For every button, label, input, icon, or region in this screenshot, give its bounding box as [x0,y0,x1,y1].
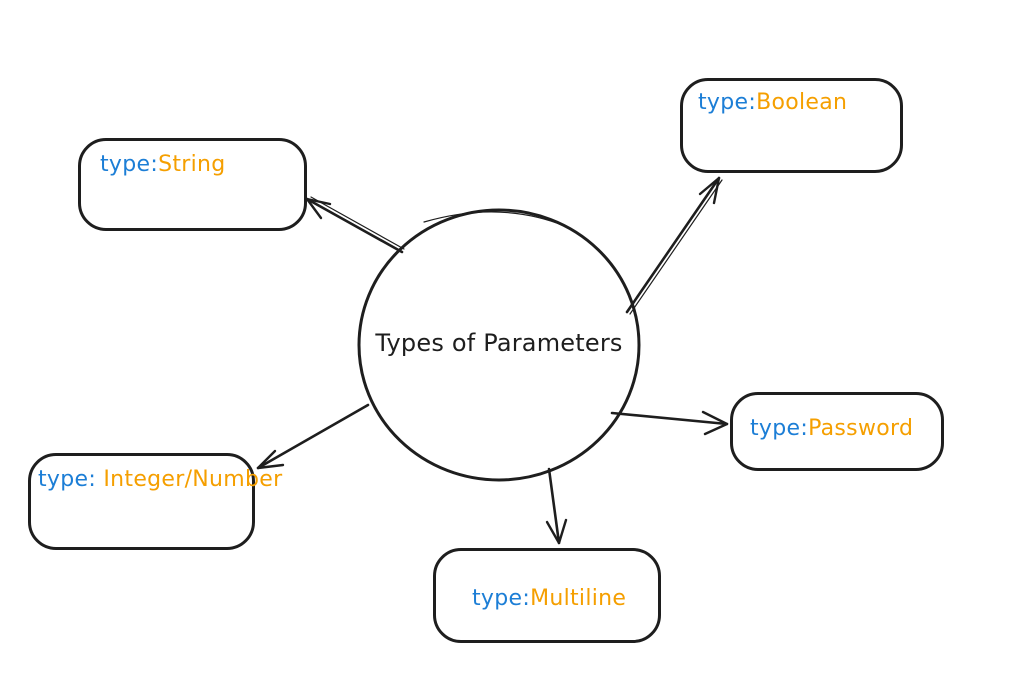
arrow-center-to-integer-number [256,403,370,470]
node-boolean: type:Boolean [680,78,903,173]
node-password-label: type:Password [750,416,941,442]
node-integer-number-prefix: type: [38,467,97,492]
node-integer-number-label: type: Integer/Number [38,467,282,493]
node-multiline-value: Multiline [530,586,627,611]
node-multiline-label: type:Multiline [472,586,658,612]
node-integer-number: type: Integer/Number [28,453,282,550]
arrow-center-to-boolean [625,176,723,315]
node-boolean-label: type:Boolean [698,90,900,116]
center-circle [357,208,641,482]
node-password: type:Password [730,392,944,471]
node-boolean-prefix: type: [698,90,757,115]
node-string-label: type:String [100,152,304,178]
center-node-label: Types of Parameters [375,329,623,357]
node-multiline: type:Multiline [433,548,661,643]
arrow-center-to-password [610,410,729,436]
node-string-prefix: type: [100,152,159,177]
node-multiline-prefix: type: [472,586,531,611]
node-integer-number-value: Integer/Number [96,467,283,492]
node-password-prefix: type: [750,416,809,441]
node-string: type:String [78,138,307,231]
node-string-value: String [158,152,226,177]
arrow-center-to-string [305,196,405,254]
arrow-center-to-multiline [545,467,568,545]
node-password-value: Password [808,416,914,441]
node-boolean-value: Boolean [756,90,848,115]
